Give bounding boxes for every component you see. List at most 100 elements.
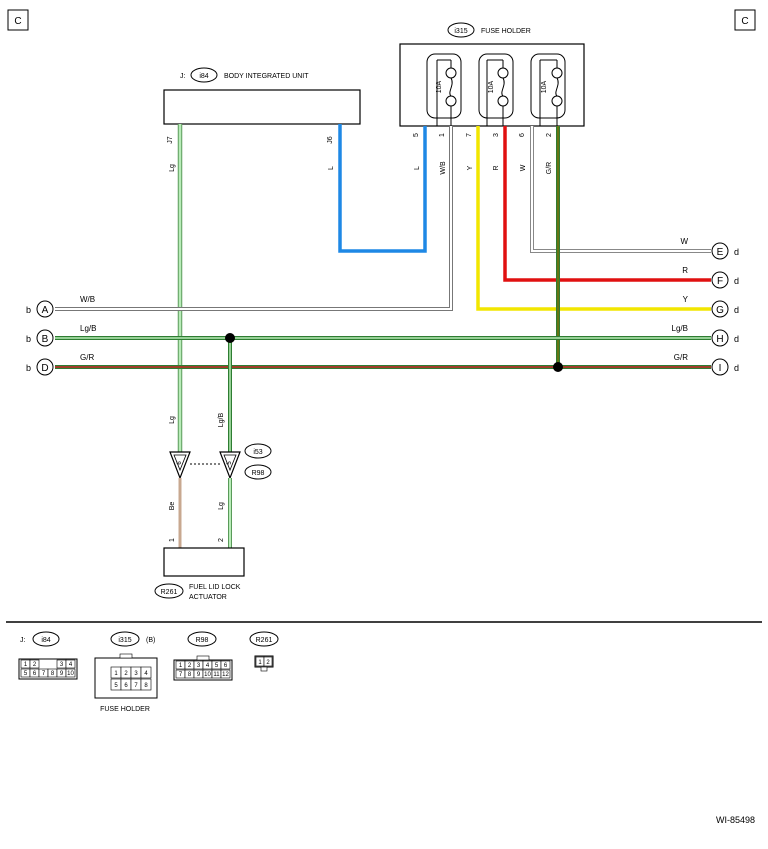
bus-left-B-side: b [26, 334, 31, 344]
fuse-holder-header: i315 FUSE HOLDER [447, 22, 531, 38]
legend-i315-pin-7: 7 [134, 683, 138, 689]
actuator-header: R261 FUEL LID LOCK ACTUATOR [154, 583, 241, 601]
legend-r98-pin-6: 6 [224, 663, 228, 669]
label-r-fuse: R [493, 165, 500, 170]
legend-i315-pin-4: 4 [144, 671, 148, 677]
actuator-label-2: ACTUATOR [189, 594, 227, 601]
legend-i315-pin-2: 2 [124, 671, 128, 677]
body-unit-pin-j6: J6 [327, 136, 334, 144]
bus-right-F-letter: F [717, 276, 723, 287]
joint-pin-6: 6 [177, 461, 183, 465]
label-w-fuse: W [520, 164, 527, 171]
legend-i315-id: i315 [118, 637, 131, 644]
actuator-pin-2: 2 [218, 538, 225, 542]
legend-connector-r98: R98 1 2 3 4 5 6 7 8 9 10 11 12 [173, 631, 233, 681]
label-be: Be [169, 502, 176, 511]
body-unit-prefix: J: [180, 73, 186, 80]
label-y-fuse: Y [467, 165, 474, 170]
legend-r98-pin-10: 10 [204, 672, 211, 678]
legend-i84-pin-8: 8 [51, 671, 55, 677]
legend-i84-pin-9: 9 [60, 671, 64, 677]
actuator-label-1: FUEL LID LOCK [189, 584, 241, 591]
bus-left-A: b A [26, 300, 54, 318]
fuse-pin-3: 3 [493, 133, 500, 137]
corner-mark-left: C [7, 9, 29, 31]
bus-left-D-side: b [26, 363, 31, 373]
legend-r261-id: R261 [256, 637, 273, 644]
body-unit-pin-j7: J7 [167, 136, 174, 144]
corner-mark-right: C [734, 9, 756, 31]
bus-right-H-letter: H [716, 334, 723, 345]
body-unit-label: BODY INTEGRATED UNIT [224, 73, 309, 80]
joint-tag-i53: i53 [244, 443, 272, 459]
legend-i84-prefix: J: [20, 637, 26, 644]
bus-right-H: H d [711, 329, 739, 347]
legend-r98-pin-8: 8 [188, 672, 192, 678]
legend-i315-pin-3: 3 [134, 671, 138, 677]
legend-r98-pin-7: 7 [179, 672, 183, 678]
legend-connector-i315: i315 (B) 1 2 3 4 5 6 7 8 FUSE HOLDER [94, 631, 158, 713]
label-lgb-lower: Lg/B [218, 412, 225, 427]
joint-connector: 6 5 [169, 451, 241, 480]
legend-r98-pin-9: 9 [197, 672, 201, 678]
fuse-pin-7: 7 [466, 133, 473, 137]
diagram-code: WI-85498 [716, 815, 755, 825]
label-gr-fuse: G/R [546, 162, 553, 174]
joint-pin-5: 5 [227, 461, 233, 465]
legend-i84-pin-1: 1 [24, 662, 28, 668]
bus-right-label-lgb: Lg/B [672, 324, 688, 333]
bus-right-F-side: d [734, 276, 739, 286]
legend-i84-id: i84 [41, 637, 50, 644]
bus-right-H-side: d [734, 334, 739, 344]
actuator-pin-1: 1 [169, 538, 176, 542]
legend-i84-pin-6: 6 [33, 671, 37, 677]
legend-connector-i84: J: i84 1 2 3 4 5 6 7 8 9 10 [18, 631, 78, 680]
joint-tag-i53-text: i53 [253, 449, 262, 456]
bus-right-E: E d [711, 242, 739, 260]
bus-right-label-w: W [680, 237, 688, 246]
joint-tag-r98: R98 [244, 464, 272, 480]
fuse-pin-1: 1 [439, 133, 446, 137]
bus-left-label-wb: W/B [80, 295, 95, 304]
bus-right-E-letter: E [717, 247, 724, 258]
fuse-pin-6: 6 [519, 133, 526, 137]
legend-i315-suffix: (B) [146, 637, 155, 644]
legend-i315-caption: FUSE HOLDER [100, 706, 150, 713]
bus-left-label-lgb: Lg/B [80, 324, 96, 333]
fuse-pin-2: 2 [546, 133, 553, 137]
legend-r261-pin-1: 1 [258, 660, 262, 666]
fuse-pin-5: 5 [413, 133, 420, 137]
legend-r98-pin-1: 1 [179, 663, 183, 669]
legend-i84-pin-5: 5 [24, 671, 28, 677]
legend-r98-pin-4: 4 [206, 663, 210, 669]
fuse-internal-links [436, 59, 558, 126]
bus-left-D: b D [26, 358, 54, 376]
legend-i84-pin-7: 7 [42, 671, 46, 677]
legend-r98-id: R98 [196, 637, 209, 644]
splice-gr [553, 362, 563, 372]
wire-w [530, 126, 711, 253]
bus-left-B-letter: B [42, 334, 49, 345]
legend-i315-pin-6: 6 [124, 683, 128, 689]
label-lg-act: Lg [218, 502, 225, 510]
legend-r98-pin-3: 3 [197, 663, 201, 669]
bus-left-A-letter: A [42, 305, 49, 316]
corner-mark-right-text: C [741, 16, 748, 27]
corner-mark-left-text: C [14, 16, 21, 27]
bus-right-I: I d [711, 358, 739, 376]
bus-left-D-letter: D [41, 363, 48, 374]
label-l-fuse: L [414, 166, 421, 170]
bus-right-E-side: d [734, 247, 739, 257]
fuse-3: 10A [530, 53, 566, 119]
joint-tag-r98-text: R98 [252, 470, 265, 477]
bus-left-A-side: b [26, 305, 31, 315]
body-unit-id: i84 [199, 73, 208, 80]
label-l-body: L [328, 166, 335, 170]
legend-i84-pin-10: 10 [67, 671, 74, 677]
bus-right-G: G d [711, 300, 739, 318]
legend-i84-pin-3: 3 [60, 662, 64, 668]
fuse-holder-id: i315 [454, 28, 467, 35]
bus-right-F: F d [711, 271, 739, 289]
